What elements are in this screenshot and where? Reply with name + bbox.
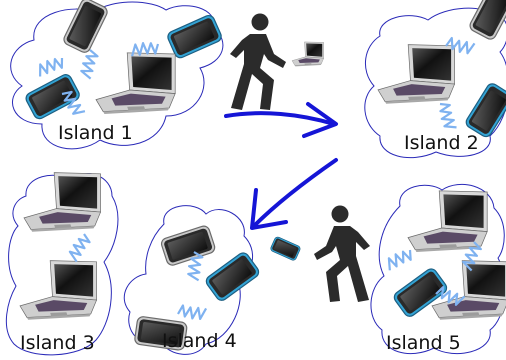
walking-person-icon [230, 14, 286, 111]
island-2-label: Island 2 [404, 132, 479, 154]
carrier-top [230, 14, 324, 111]
island-5 [371, 184, 506, 353]
carried-phone-icon [270, 236, 301, 261]
island-5-label: Island 5 [386, 332, 461, 354]
carrier-bottom [270, 206, 370, 303]
island-1-label: Island 1 [58, 122, 133, 144]
island-3 [6, 173, 118, 355]
carried-laptop-icon [292, 42, 324, 66]
island-3-label: Island 3 [20, 332, 95, 354]
walking-person-icon [314, 206, 370, 303]
movement-arrow-icon [226, 104, 336, 136]
movement-arrow-icon [252, 160, 336, 228]
island-4-label: Island 4 [162, 330, 237, 352]
